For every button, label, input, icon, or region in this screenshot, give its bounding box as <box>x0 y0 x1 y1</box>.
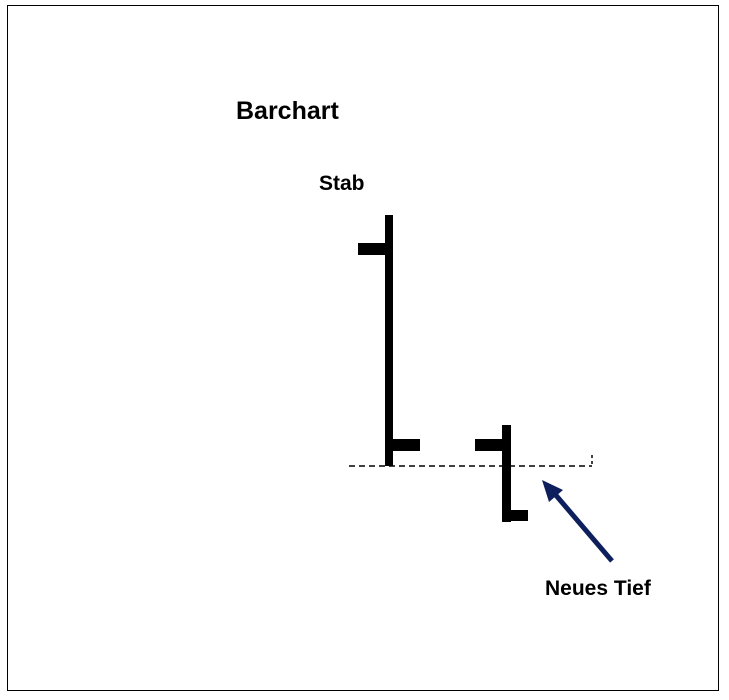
ohlc-bar-2 <box>475 425 528 522</box>
bar-2-open-tick <box>475 439 505 451</box>
annotation-label: Neues Tief <box>545 577 651 600</box>
arrow-icon <box>542 480 614 563</box>
diagram-frame <box>7 5 719 691</box>
ohlc-bar-1 <box>358 215 420 466</box>
previous-low-line <box>349 455 593 467</box>
bar-2-close-tick <box>511 510 528 521</box>
bar-1-close-tick <box>393 439 420 451</box>
diagram-title: Barchart <box>236 97 339 125</box>
bar-label: Stab <box>319 172 365 195</box>
bar-1-range <box>385 215 393 466</box>
bar-2-range <box>502 425 511 522</box>
bar-1-open-tick <box>358 243 388 255</box>
